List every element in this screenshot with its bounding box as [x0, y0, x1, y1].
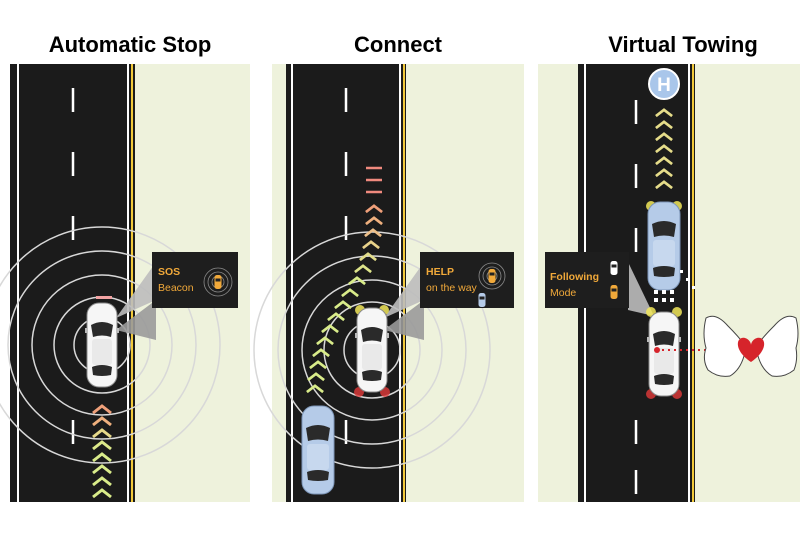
car-icon	[354, 307, 390, 393]
car-icon	[84, 302, 120, 388]
hospital-sign-icon: H	[648, 68, 680, 100]
panel-title-automatic-stop: Automatic Stop	[48, 32, 212, 57]
callout-title: Following	[550, 271, 599, 283]
callout-title: SOS	[158, 266, 180, 278]
rescue-car-icon	[301, 405, 335, 495]
panel-title-virtual-towing: Virtual Towing	[608, 32, 758, 57]
panel-connect: HELP on the way	[253, 64, 524, 502]
car-icon	[646, 311, 682, 397]
callout-help-on-the-way: HELP on the way	[420, 252, 514, 308]
callout-sos-beacon: SOS Beacon	[152, 252, 238, 308]
panel-automatic-stop: SOS Beacon	[0, 64, 250, 502]
rescue-car-icon	[647, 201, 681, 291]
panel-title-connect: Connect	[354, 32, 442, 57]
car-icon	[610, 285, 618, 299]
rescue-car-icon	[478, 293, 486, 307]
callout-following-mode: Following Mode	[545, 252, 629, 308]
callout-subtitle: on the way	[426, 282, 478, 294]
car-icon	[488, 269, 496, 283]
hospital-letter: H	[657, 75, 671, 96]
panel-virtual-towing: H	[538, 64, 800, 502]
heart-hands-icon	[703, 315, 799, 377]
callout-subtitle: Beacon	[158, 282, 194, 294]
callout-subtitle: Mode	[550, 287, 576, 299]
car-icon	[214, 275, 222, 289]
virtual-tow-link	[654, 270, 695, 302]
car-icon	[610, 261, 618, 275]
callout-title: HELP	[426, 266, 454, 278]
lane-dashes-red	[366, 166, 382, 194]
